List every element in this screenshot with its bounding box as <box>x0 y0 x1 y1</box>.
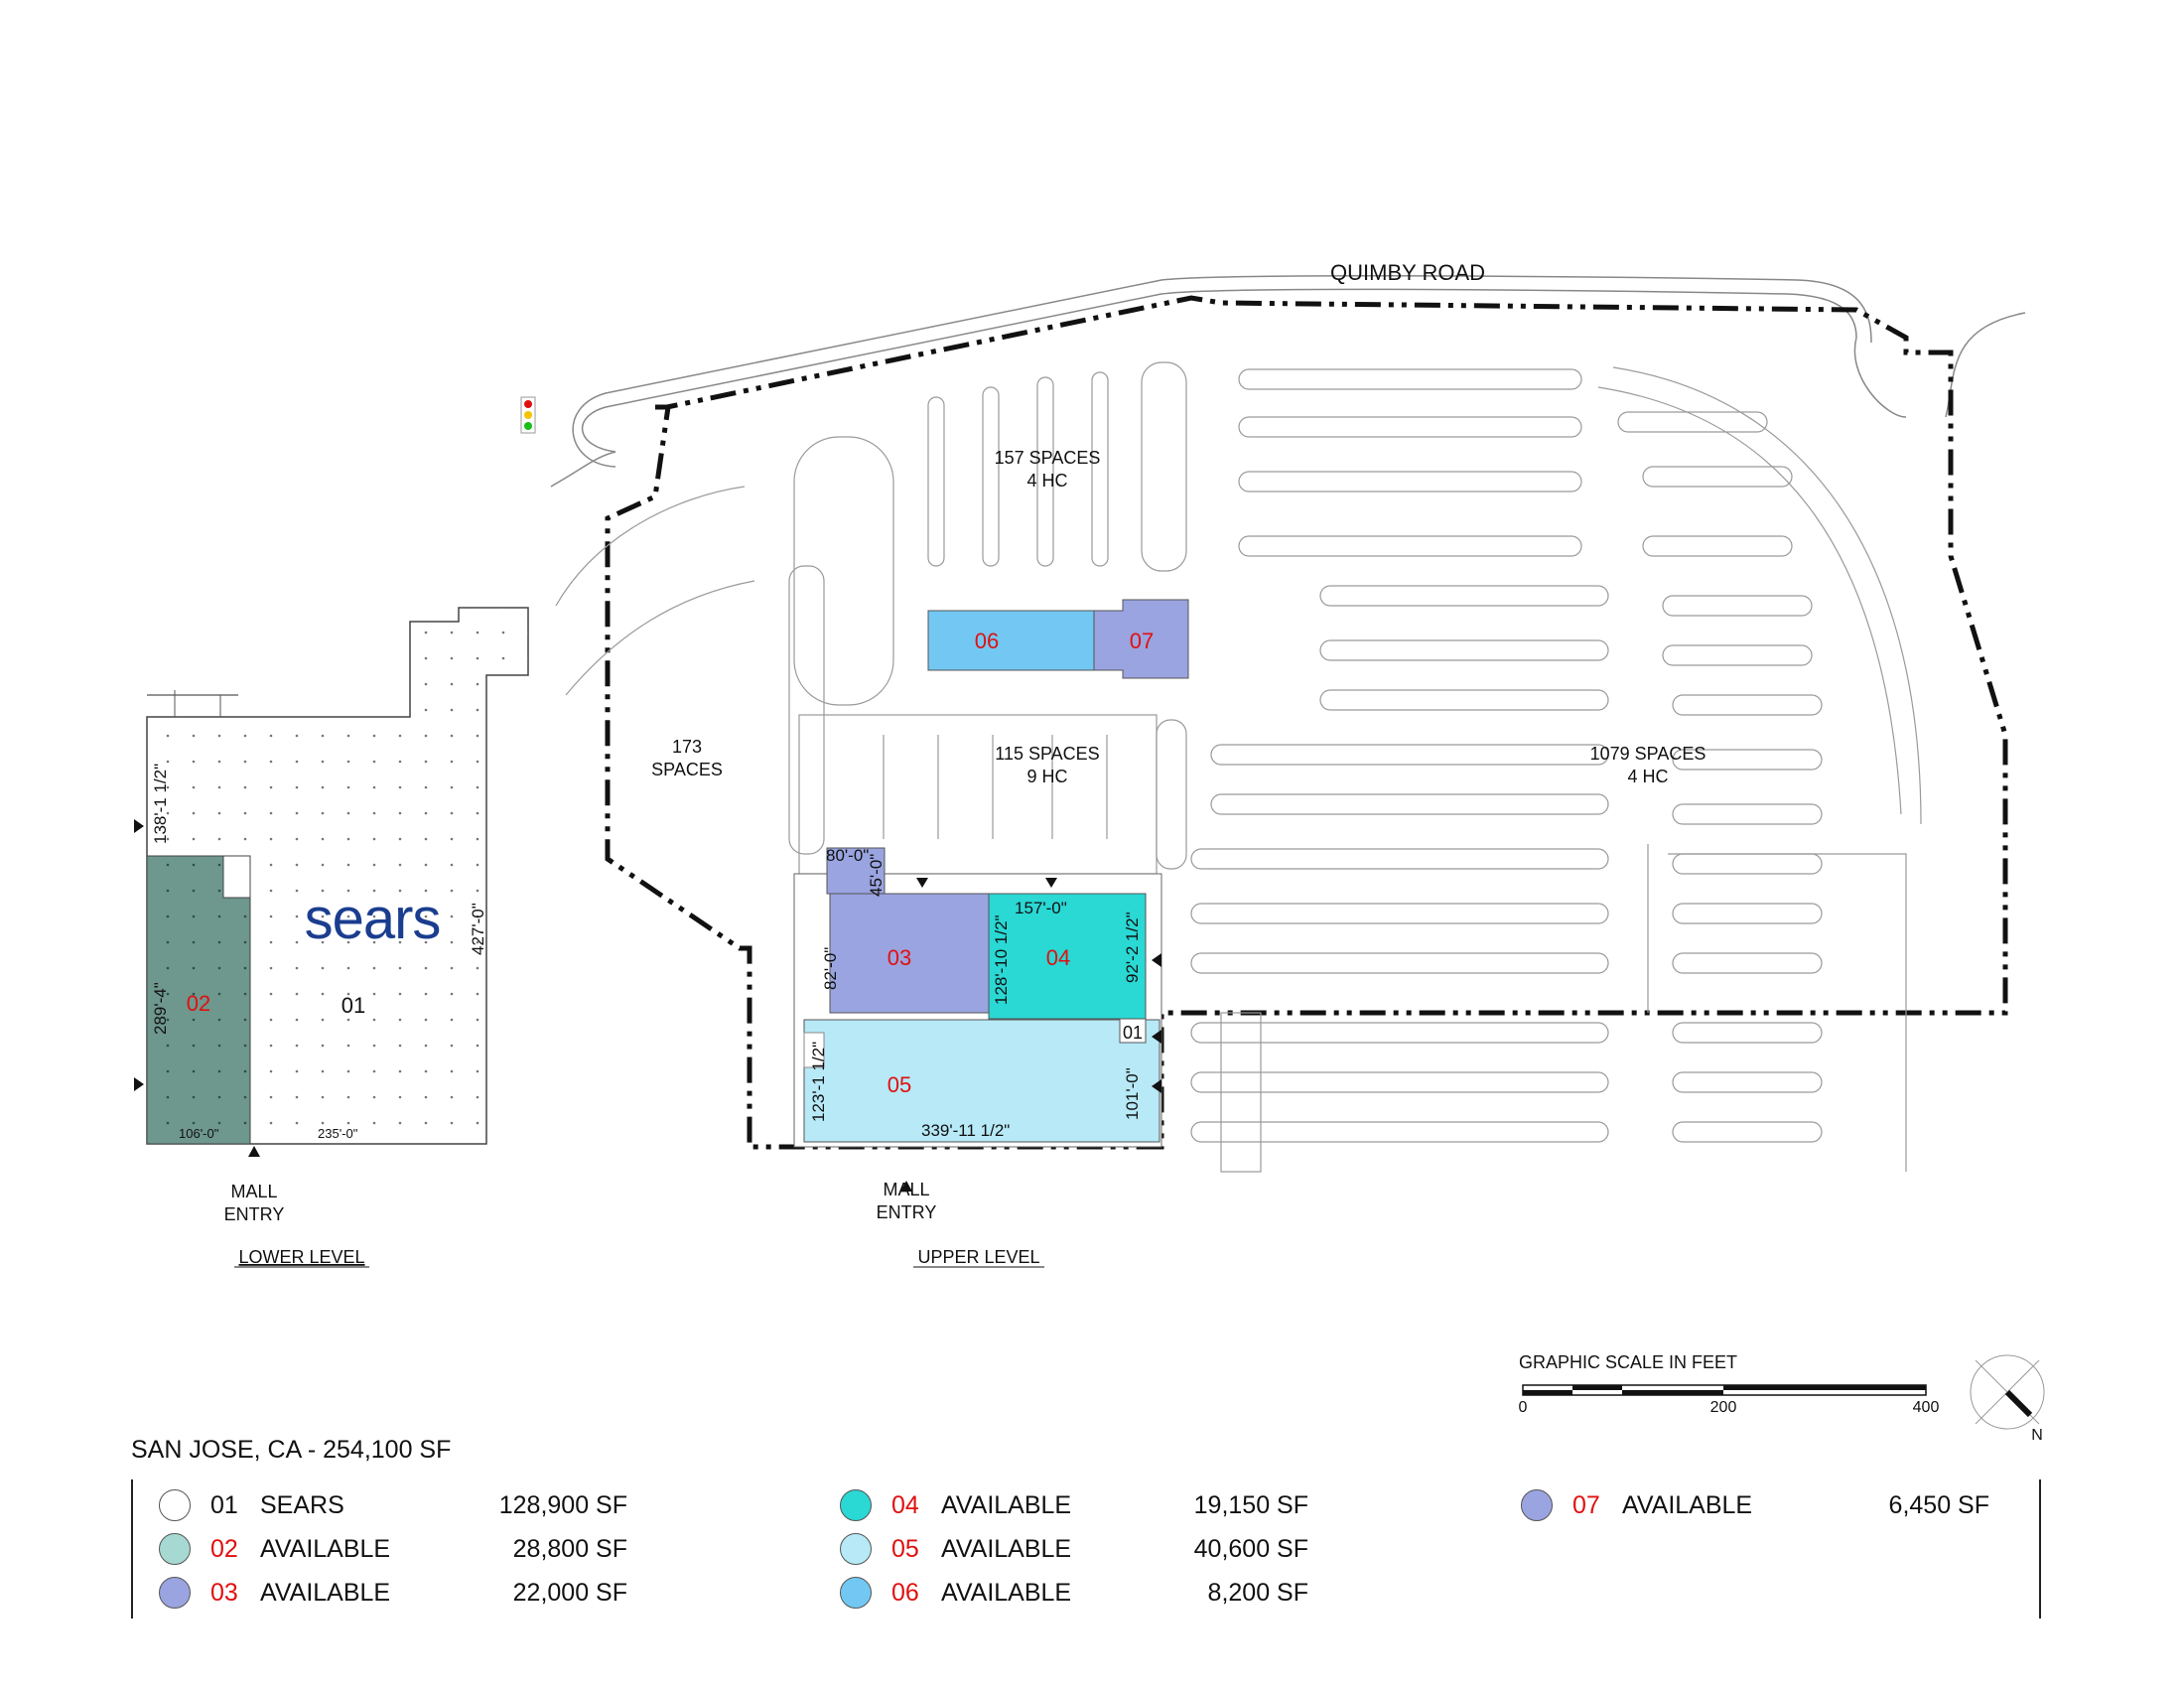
legend-sf: 22,000 SF <box>512 1578 627 1607</box>
legend-num: 02 <box>210 1534 238 1563</box>
legend-swatch <box>1521 1489 1553 1521</box>
dim-106: 106'-0" <box>179 1126 219 1141</box>
dim-289: 289'-4" <box>151 982 170 1035</box>
legend-row-01[interactable]: 01 SEARS 128,900 SF <box>159 1485 627 1525</box>
legend-name: AVAILABLE <box>941 1534 1072 1563</box>
dim-101: 101'-0" <box>1123 1067 1142 1120</box>
dim-157: 157'-0" <box>1015 899 1067 917</box>
legend-sf: 8,200 SF <box>1207 1578 1308 1607</box>
dim-123: 123'-1 1/2" <box>809 1042 828 1122</box>
legend-num: 06 <box>891 1578 919 1607</box>
dim-82: 82'-0" <box>821 947 840 990</box>
parking-label-115-hc: 9 HC <box>1026 767 1067 786</box>
legend-row-06[interactable]: 06 AVAILABLE 8,200 SF <box>840 1573 1308 1613</box>
legend-name: AVAILABLE <box>260 1578 391 1607</box>
legend-num: 05 <box>891 1534 919 1563</box>
property-boundary <box>605 295 2008 1150</box>
dim-128: 128'-10 1/2" <box>992 914 1011 1005</box>
unit-06-space[interactable] <box>927 610 1095 671</box>
mall-entry-upper-line1: MALL <box>883 1180 929 1199</box>
legend-name: AVAILABLE <box>260 1534 391 1563</box>
unit-03-annex[interactable] <box>826 847 886 895</box>
unit-legend: 01 SEARS 128,900 SF 02 AVAILABLE 28,800 … <box>131 1479 2041 1618</box>
unit-01-small-label: 01 <box>1123 1023 1143 1043</box>
parking-label-157-hc: 4 HC <box>1026 471 1067 491</box>
legend-swatch <box>840 1533 872 1565</box>
unit-04-label: 04 <box>1046 945 1070 970</box>
pad-building <box>927 599 1189 679</box>
scale-tick-200: 200 <box>1710 1399 1737 1416</box>
unit-03-label: 03 <box>887 945 911 970</box>
parking-label-157: 157 SPACES <box>995 448 1101 468</box>
legend-row-02[interactable]: 02 AVAILABLE 28,800 SF <box>159 1529 627 1569</box>
lower-level-building <box>146 607 529 1145</box>
legend-swatch <box>840 1577 872 1609</box>
parking-label-173-spaces: SPACES <box>651 760 723 779</box>
legend-num: 03 <box>210 1578 238 1607</box>
sears-logo: sears <box>305 887 441 951</box>
legend-name: AVAILABLE <box>941 1490 1072 1519</box>
lower-level-label: LOWER LEVEL <box>238 1247 364 1267</box>
legend-sf: 40,600 SF <box>1193 1534 1308 1563</box>
unit-06-label: 06 <box>975 629 999 653</box>
parking-label-1079: 1079 SPACES <box>1590 744 1706 764</box>
quimby-road <box>550 275 2026 488</box>
unit-03-space[interactable] <box>829 893 990 1014</box>
site-title: SAN JOSE, CA - 254,100 SF <box>131 1436 452 1464</box>
north-label: N <box>2031 1427 2043 1444</box>
unit-02-label: 02 <box>187 991 210 1016</box>
traffic-signal-icon <box>520 396 536 434</box>
scale-title: GRAPHIC SCALE IN FEET <box>1519 1352 1737 1372</box>
mall-entry-lower-line1: MALL <box>230 1182 277 1201</box>
legend-sf: 6,450 SF <box>1888 1490 1989 1519</box>
legend-row-05[interactable]: 05 AVAILABLE 40,600 SF <box>840 1529 1308 1569</box>
dim-80: 80'-0" <box>826 846 869 865</box>
parking-lots <box>555 361 1922 1173</box>
mall-entry-upper-line2: ENTRY <box>877 1202 937 1222</box>
legend-sf: 19,150 SF <box>1193 1490 1308 1519</box>
graphic-scale-bar <box>1522 1384 1927 1396</box>
unit-04-space[interactable] <box>988 893 1147 1020</box>
parking-label-1079-hc: 4 HC <box>1627 767 1668 786</box>
legend-row-03[interactable]: 03 AVAILABLE 22,000 SF <box>159 1573 627 1613</box>
legend-sf: 28,800 SF <box>512 1534 627 1563</box>
parking-label-115: 115 SPACES <box>995 744 1099 764</box>
mall-entry-lower-line2: ENTRY <box>224 1204 285 1224</box>
road-label: QUIMBY ROAD <box>1330 260 1485 285</box>
legend-num: 01 <box>210 1490 238 1519</box>
scale-tick-0: 0 <box>1519 1399 1528 1416</box>
unit-01-label: 01 <box>341 993 365 1018</box>
unit-07-space[interactable] <box>1093 599 1189 679</box>
legend-swatch <box>159 1489 191 1521</box>
unit-05-space[interactable] <box>803 1019 1160 1143</box>
dim-339: 339'-11 1/2" <box>921 1121 1010 1140</box>
unit-01-small-space[interactable] <box>1119 1018 1147 1044</box>
upper-level-label: UPPER LEVEL <box>917 1247 1039 1267</box>
dim-427: 427'-0" <box>469 903 487 955</box>
legend-name: AVAILABLE <box>1622 1490 1753 1519</box>
dim-45: 45'-0" <box>867 854 886 897</box>
legend-swatch <box>840 1489 872 1521</box>
dim-235: 235'-0" <box>318 1126 358 1141</box>
legend-swatch <box>159 1533 191 1565</box>
dim-138: 138'-1 1/2" <box>151 764 170 844</box>
unit-05-label: 05 <box>887 1072 911 1097</box>
legend-num: 07 <box>1572 1490 1600 1519</box>
legend-swatch <box>159 1577 191 1609</box>
legend-row-04[interactable]: 04 AVAILABLE 19,150 SF <box>840 1485 1308 1525</box>
upper-level-building <box>793 847 1162 1148</box>
legend-name: AVAILABLE <box>941 1578 1072 1607</box>
legend-name: SEARS <box>260 1490 344 1519</box>
scale-tick-400: 400 <box>1913 1399 1940 1416</box>
legend-row-07[interactable]: 07 AVAILABLE 6,450 SF <box>1521 1485 1989 1525</box>
unit-07-label: 07 <box>1130 629 1154 653</box>
parking-label-173: 173 <box>672 737 702 757</box>
north-arrow-icon <box>1970 1354 2045 1430</box>
legend-num: 04 <box>891 1490 919 1519</box>
dim-92: 92'-2 1/2" <box>1123 912 1142 983</box>
entry-arrows <box>134 819 1161 1192</box>
legend-sf: 128,900 SF <box>498 1490 627 1519</box>
